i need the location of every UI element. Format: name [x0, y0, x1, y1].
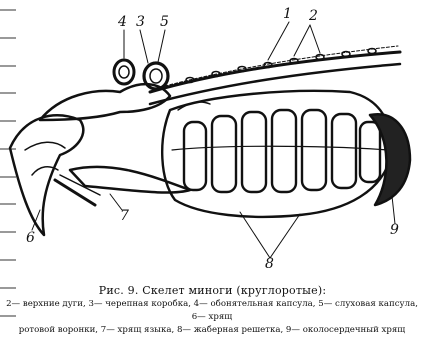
label-7: 7: [120, 208, 129, 224]
figure-legend: 2— верхние дуги, 3— черепная коробка, 4—…: [4, 298, 420, 337]
label-8: 8: [265, 256, 274, 272]
oral-funnel-cartilage: [10, 115, 83, 235]
label-9: 9: [390, 222, 399, 238]
label-1: 1: [283, 6, 292, 22]
branchial-basket: [162, 91, 391, 217]
label-5: 5: [160, 14, 169, 30]
label-6: 6: [26, 230, 35, 246]
legend-line-2: ротовой воронки, 7— хрящ языка, 8— жабер…: [4, 324, 420, 337]
label-2: 2: [309, 8, 318, 24]
olfactory-capsule: [114, 60, 134, 84]
label-4: 4: [118, 14, 127, 30]
label-3: 3: [136, 14, 145, 30]
figure-caption: Рис. 9. Скелет миноги (круглоротые):: [0, 284, 425, 297]
notochord: [150, 52, 400, 92]
legend-line-1: 2— верхние дуги, 3— черепная коробка, 4—…: [4, 298, 420, 324]
pericardial-cartilage: [370, 114, 410, 205]
